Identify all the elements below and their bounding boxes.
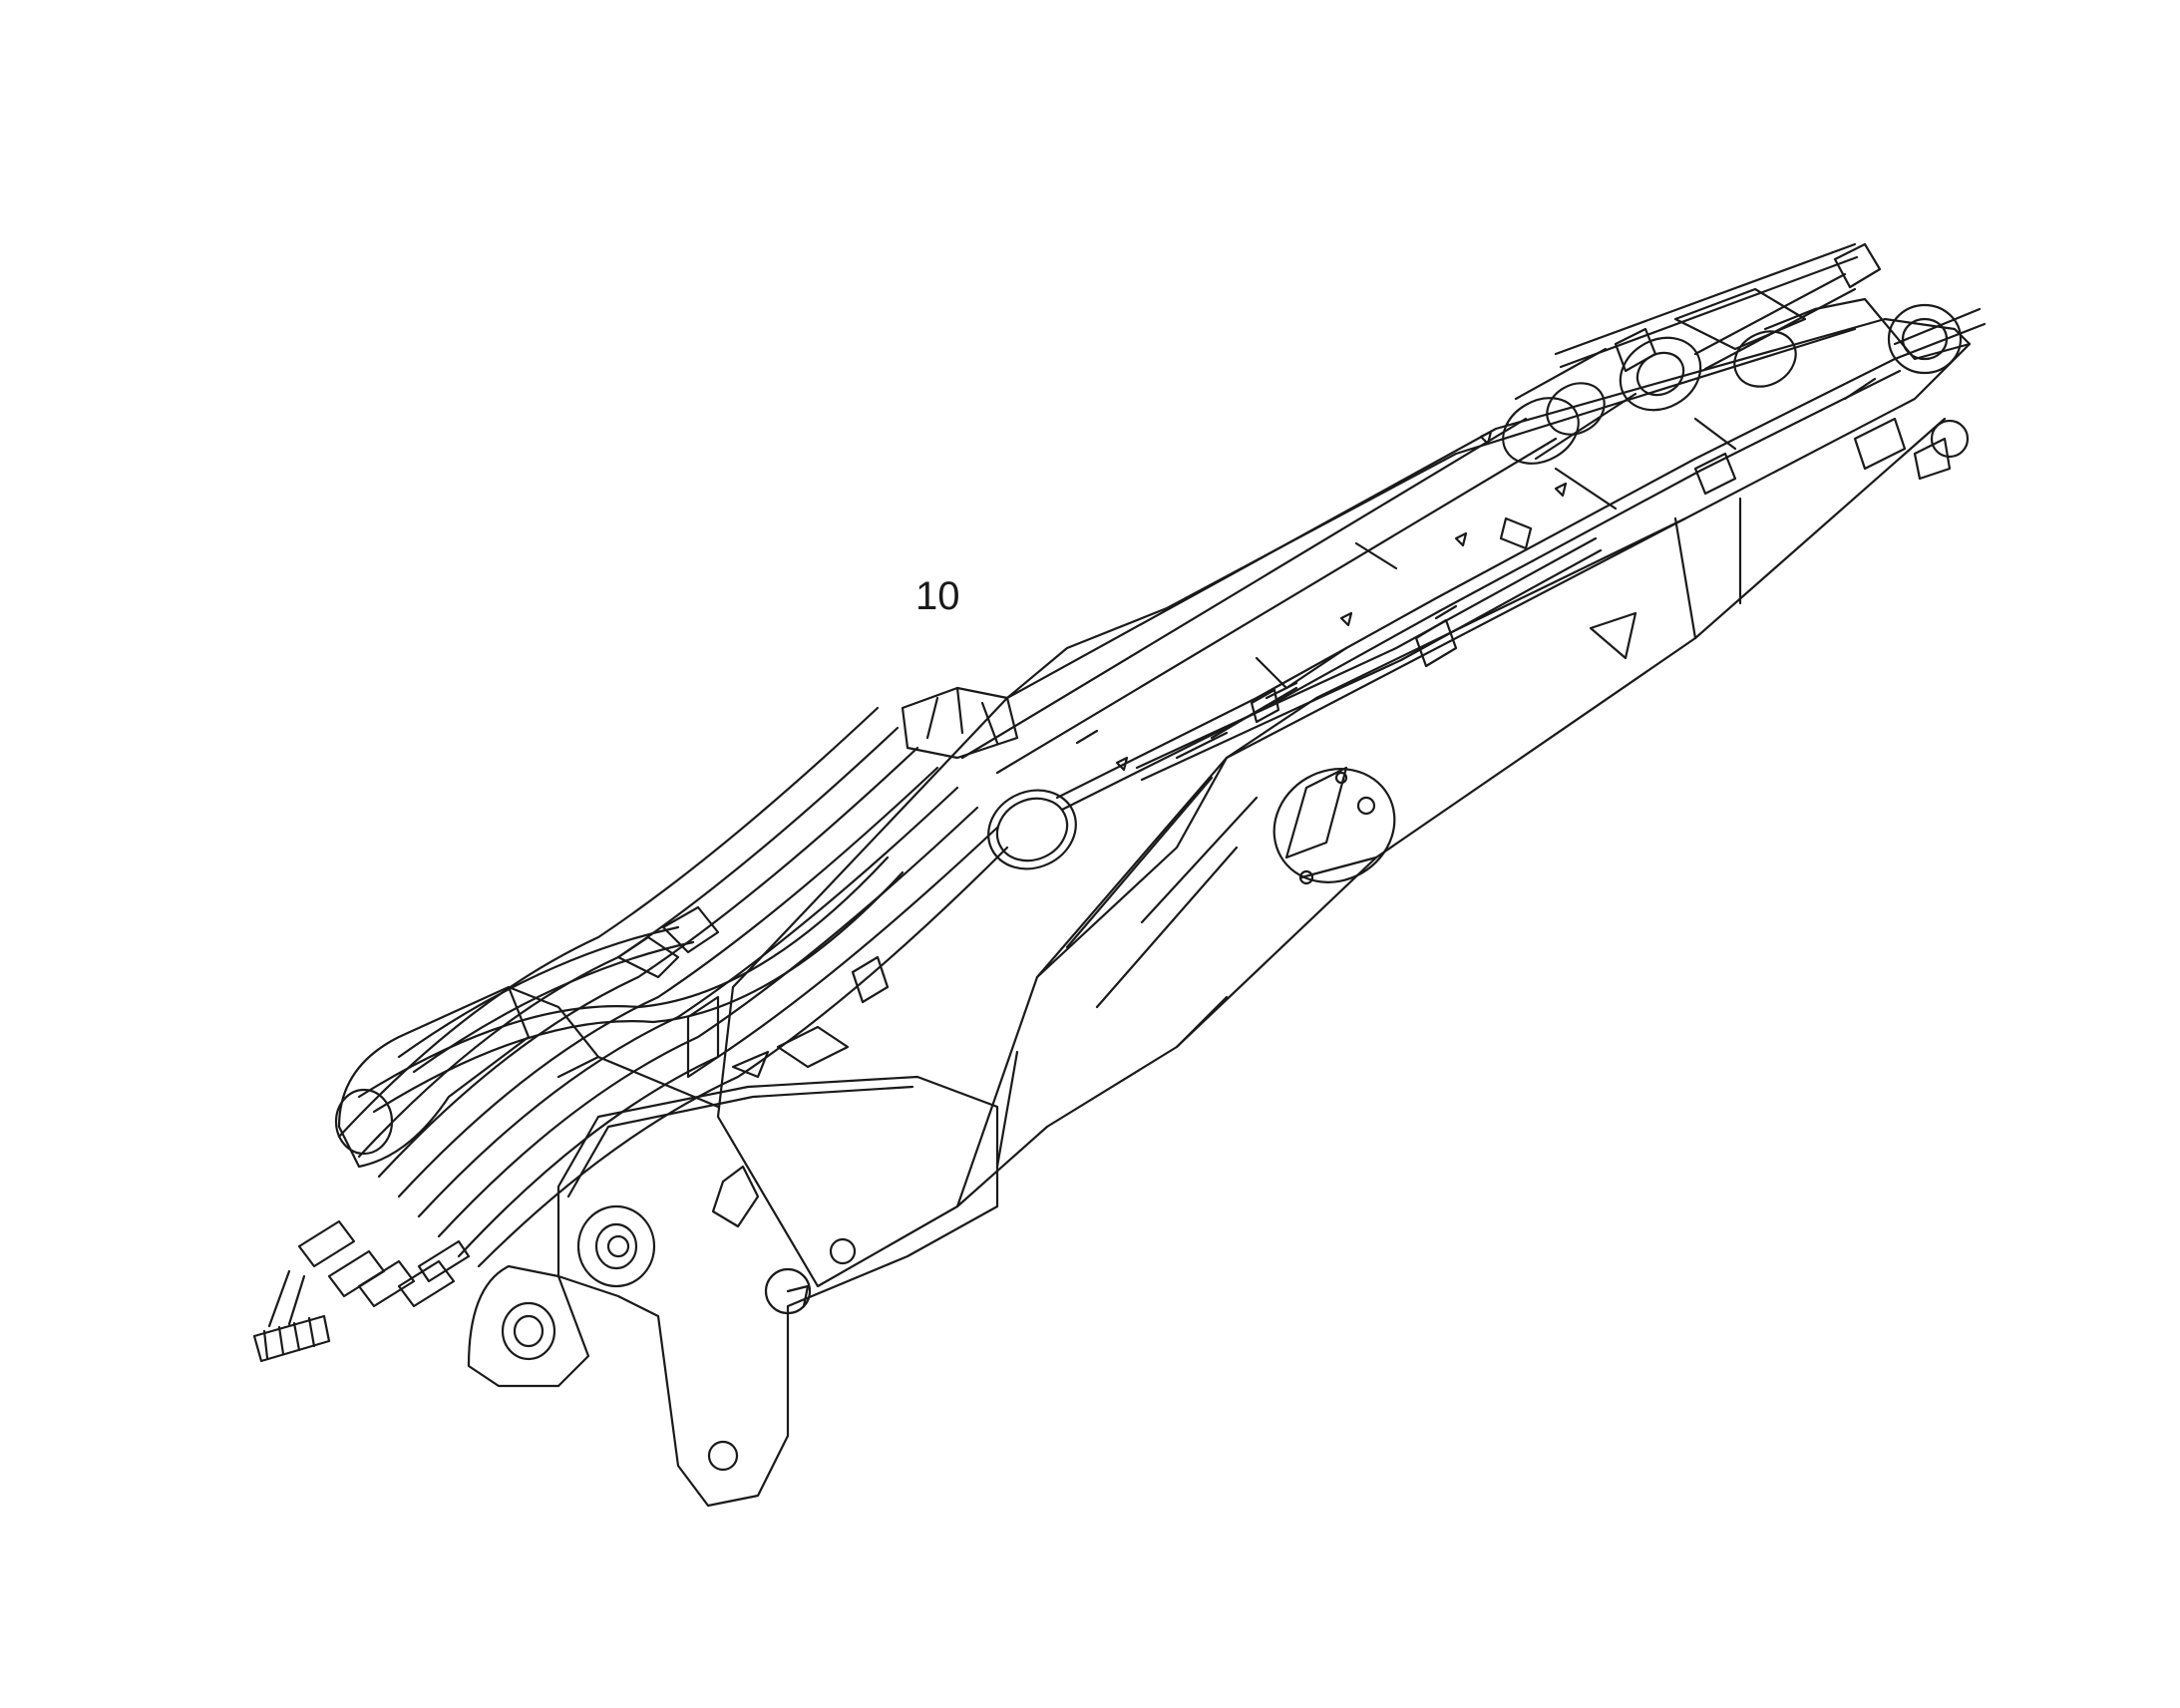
arm-beam — [716, 317, 1972, 1288]
arm-end-collar — [334, 905, 890, 1169]
side-boss-pad — [1272, 766, 1396, 885]
hydraulic-cylinder — [960, 242, 1882, 775]
pivot-plate — [467, 1075, 999, 1508]
hose-fittings — [252, 1219, 471, 1363]
weld-details — [731, 430, 1568, 1079]
arm-nose — [1673, 287, 1987, 481]
hose-bundle — [337, 686, 1019, 1268]
hydraulic-lines — [1055, 357, 1902, 812]
part-callout-label: 10 — [915, 574, 960, 618]
arm-holes — [987, 516, 1637, 870]
